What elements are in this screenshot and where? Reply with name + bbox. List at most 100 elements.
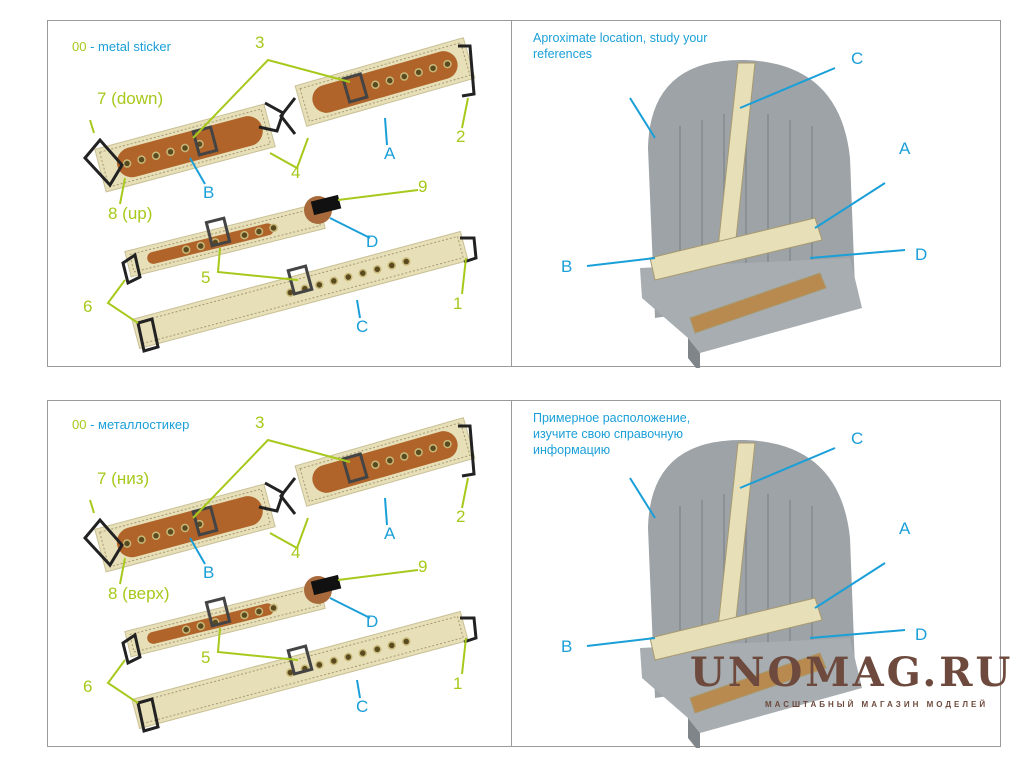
sticker-code: 00 — [72, 39, 87, 54]
leader-line — [269, 517, 309, 550]
leader-line — [106, 659, 139, 704]
seat-placement-illustration — [586, 439, 906, 748]
part-label-3: 3 — [255, 413, 265, 432]
leader-line — [119, 177, 126, 205]
leader-line — [106, 279, 139, 324]
leader-line — [337, 569, 419, 581]
buckle-icon — [341, 452, 369, 484]
strap-b — [94, 483, 276, 573]
sticker-label: - металлостикер — [90, 417, 190, 432]
leader-line — [384, 117, 388, 146]
part-label-3: 3 — [255, 33, 265, 52]
seat-front — [688, 718, 700, 748]
seat-strap-d — [689, 272, 827, 334]
buckle-icon — [204, 596, 232, 628]
part-label-4: 4 — [291, 163, 301, 182]
seat-letter-a: A — [899, 519, 911, 538]
leader-line — [461, 257, 467, 295]
leader-line — [814, 182, 886, 229]
end-buckle-icon — [83, 424, 478, 733]
leader-line — [119, 557, 126, 585]
leader-line — [814, 562, 886, 609]
harness-parts-illustration — [83, 37, 478, 353]
leader-line — [216, 247, 299, 281]
leader-line — [269, 137, 309, 170]
sticker-legend: 00 - metal sticker — [72, 38, 171, 55]
seat-strap-d — [689, 652, 827, 714]
leader-line — [586, 637, 656, 647]
part-label-5: 5 — [201, 268, 211, 287]
disc-d-icon — [304, 194, 342, 224]
part-label-9: 9 — [418, 557, 428, 576]
leader-line — [89, 499, 95, 514]
leader-line — [809, 629, 906, 639]
part-label-1: 1 — [453, 294, 463, 313]
leader-line — [192, 438, 351, 519]
placement-note: Aproximate location, study your referenc… — [533, 31, 708, 61]
seat-placement-illustration — [586, 59, 906, 368]
leader-line — [461, 637, 467, 675]
leader-line — [586, 257, 656, 267]
leader-line — [329, 217, 371, 239]
leader-line — [629, 477, 656, 519]
seat-letter-d: D — [915, 245, 928, 264]
part-label-6: 6 — [83, 677, 93, 696]
leader-line — [329, 597, 371, 619]
placement-panel — [511, 400, 1001, 747]
letter-label-b: B — [203, 183, 215, 202]
part-label-2: 2 — [456, 127, 466, 146]
instruction-section-russian: 00 - металлостикер 3 7 (низ) 2 A 4 B 9 8… — [0, 398, 1020, 748]
placement-note: Примерное расположение, изучите свою спр… — [533, 411, 691, 457]
leader-line — [189, 537, 206, 565]
seat-strap-a — [649, 217, 823, 281]
harness-parts-illustration — [83, 417, 478, 733]
leader-line — [216, 627, 299, 661]
part-label-9: 9 — [418, 177, 428, 196]
leader-line — [739, 67, 836, 109]
part-label-1: 1 — [453, 674, 463, 693]
watermark-logo: UNOMAG.RU — [690, 649, 1014, 696]
part-label-7: 7 (down) — [97, 89, 164, 108]
letter-label-a: A — [384, 524, 396, 543]
letter-label-c: C — [356, 317, 369, 336]
leader-line — [89, 119, 95, 134]
watermark-tagline: МАСШТАБНЫЙ МАГАЗИН МОДЕЛЕЙ — [765, 700, 989, 709]
buckle-icon — [341, 72, 369, 104]
instruction-section-english: 00 - metal sticker 3 7 (down) 2 A 4 B 9 … — [0, 18, 1020, 368]
sticker-legend: 00 - металлостикер — [72, 416, 189, 433]
leader-line — [461, 97, 469, 129]
part-label-5: 5 — [201, 648, 211, 667]
letter-label-b: B — [203, 563, 215, 582]
letter-label-d: D — [366, 612, 379, 631]
seat-letter-d: D — [915, 625, 928, 644]
seat-letter-a: A — [899, 139, 911, 158]
leader-line — [629, 97, 656, 139]
letter-label-a: A — [384, 144, 396, 163]
leader-line — [809, 249, 906, 259]
part-label-7: 7 (низ) — [97, 469, 150, 488]
part-label-6: 6 — [83, 297, 93, 316]
letter-label-d: D — [366, 232, 379, 251]
end-buckle-icon — [83, 44, 478, 353]
sticker-label: - metal sticker — [90, 39, 171, 54]
part-label-8: 8 (верх) — [108, 584, 170, 603]
leader-line — [189, 157, 206, 185]
disc-d-icon — [304, 574, 342, 604]
leader-line — [739, 447, 836, 489]
buckle-icon — [204, 216, 232, 248]
buckle-icon — [286, 264, 314, 296]
seat-letter-c: C — [851, 429, 864, 448]
seat-letter-b: B — [561, 257, 573, 276]
leader-line — [337, 189, 419, 201]
leader-line — [461, 477, 469, 509]
buckle-icon — [286, 644, 314, 676]
letter-label-c: C — [356, 697, 369, 716]
seat-strap-a — [649, 597, 823, 661]
seat-letter-b: B — [561, 637, 573, 656]
placement-panel — [511, 20, 1001, 367]
seat-letter-c: C — [851, 49, 864, 68]
leader-line — [384, 497, 388, 526]
part-label-4: 4 — [291, 543, 301, 562]
leader-line — [356, 679, 361, 699]
